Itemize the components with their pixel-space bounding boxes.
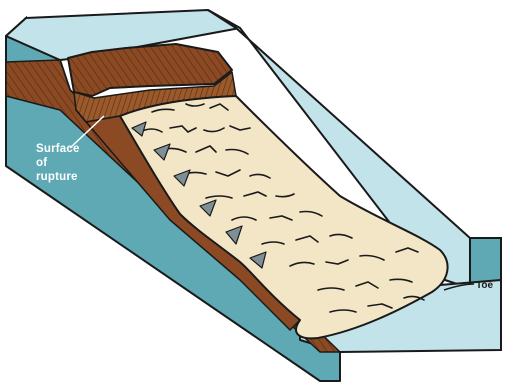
label-of: of bbox=[36, 157, 47, 169]
label-rupture: rupture bbox=[36, 171, 78, 183]
label-surface: Surface bbox=[36, 143, 80, 155]
label-toe: Toe bbox=[476, 280, 493, 291]
